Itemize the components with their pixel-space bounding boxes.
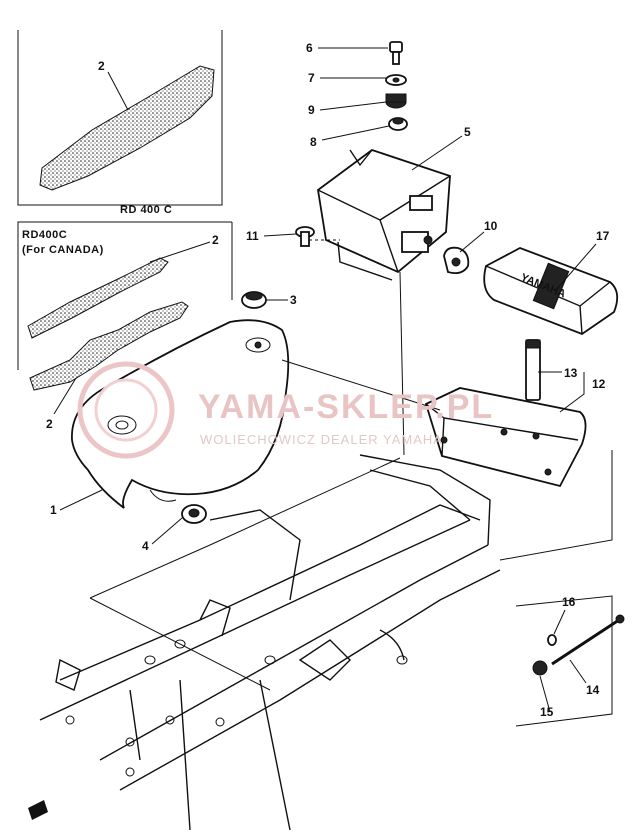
washer-part-7 (385, 74, 407, 86)
side-cover-stripe-decal-lower (29, 301, 189, 391)
callout-16: 16 (562, 595, 576, 609)
panel-rd400c-canada: RD400C (For CANADA) (17, 221, 233, 391)
damper-part-10 (443, 246, 470, 275)
panel-label-rd400c: RD 400 C (120, 204, 172, 216)
bolt-part-11 (295, 226, 340, 247)
washer-part-16 (547, 634, 557, 646)
assembly-reference-lines (89, 271, 613, 727)
callout-9: 9 (308, 103, 315, 117)
nut-part-15 (532, 660, 548, 676)
callout-11: 11 (246, 229, 259, 243)
collar-part-8 (388, 117, 408, 131)
watermark-title: YAMA-SKLEP.PL (198, 388, 494, 426)
side-cover-emblem-decal (39, 65, 215, 191)
bolt-part-14 (551, 614, 625, 666)
grommet-part-3 (241, 291, 267, 309)
callout-1: 1 (50, 503, 57, 517)
damper-part-9 (385, 93, 407, 109)
callout-15: 15 (540, 705, 554, 719)
battery-band (525, 339, 541, 401)
side-cover (71, 319, 290, 509)
callout-13: 13 (564, 366, 578, 380)
callout-14: 14 (586, 683, 600, 697)
callout-2-rd400c: 2 (98, 59, 105, 73)
battery-case (317, 148, 451, 281)
callout-2-canada-lower: 2 (46, 417, 53, 431)
panel-label-canada-model: RD400C (22, 229, 67, 241)
callout-17: 17 (596, 229, 610, 243)
callout-8: 8 (310, 135, 317, 149)
battery: YAMAHA (483, 247, 619, 336)
panel-label-canada-region: (For CANADA) (22, 244, 104, 256)
callout-4: 4 (142, 539, 149, 553)
bolt-part-6 (389, 41, 403, 65)
callout-6: 6 (306, 41, 313, 55)
callout-10: 10 (484, 219, 498, 233)
watermark-subtitle: WOLIECHOWICZ DEALER YAMAHA (200, 432, 443, 447)
callout-3: 3 (290, 293, 297, 307)
side-cover-stripe-decal-upper (27, 257, 169, 339)
frame (39, 454, 501, 831)
callout-2-canada-upper: 2 (212, 233, 219, 247)
callout-5: 5 (464, 125, 471, 139)
grommet-part-4 (181, 504, 207, 524)
battery-tray (424, 387, 587, 488)
callout-7: 7 (308, 71, 315, 85)
callout-labels: 2 2 2 1 3 4 5 6 7 9 8 10 11 12 13 14 15 … (46, 41, 610, 719)
callout-12: 12 (592, 377, 606, 391)
watermark: YAMA-SKLEP.PL WOLIECHOWICZ DEALER YAMAHA (77, 361, 494, 459)
corner-logo-icon (28, 800, 48, 820)
panel-rd400c: RD 400 C (17, 30, 223, 216)
leader-lines (53, 47, 597, 713)
